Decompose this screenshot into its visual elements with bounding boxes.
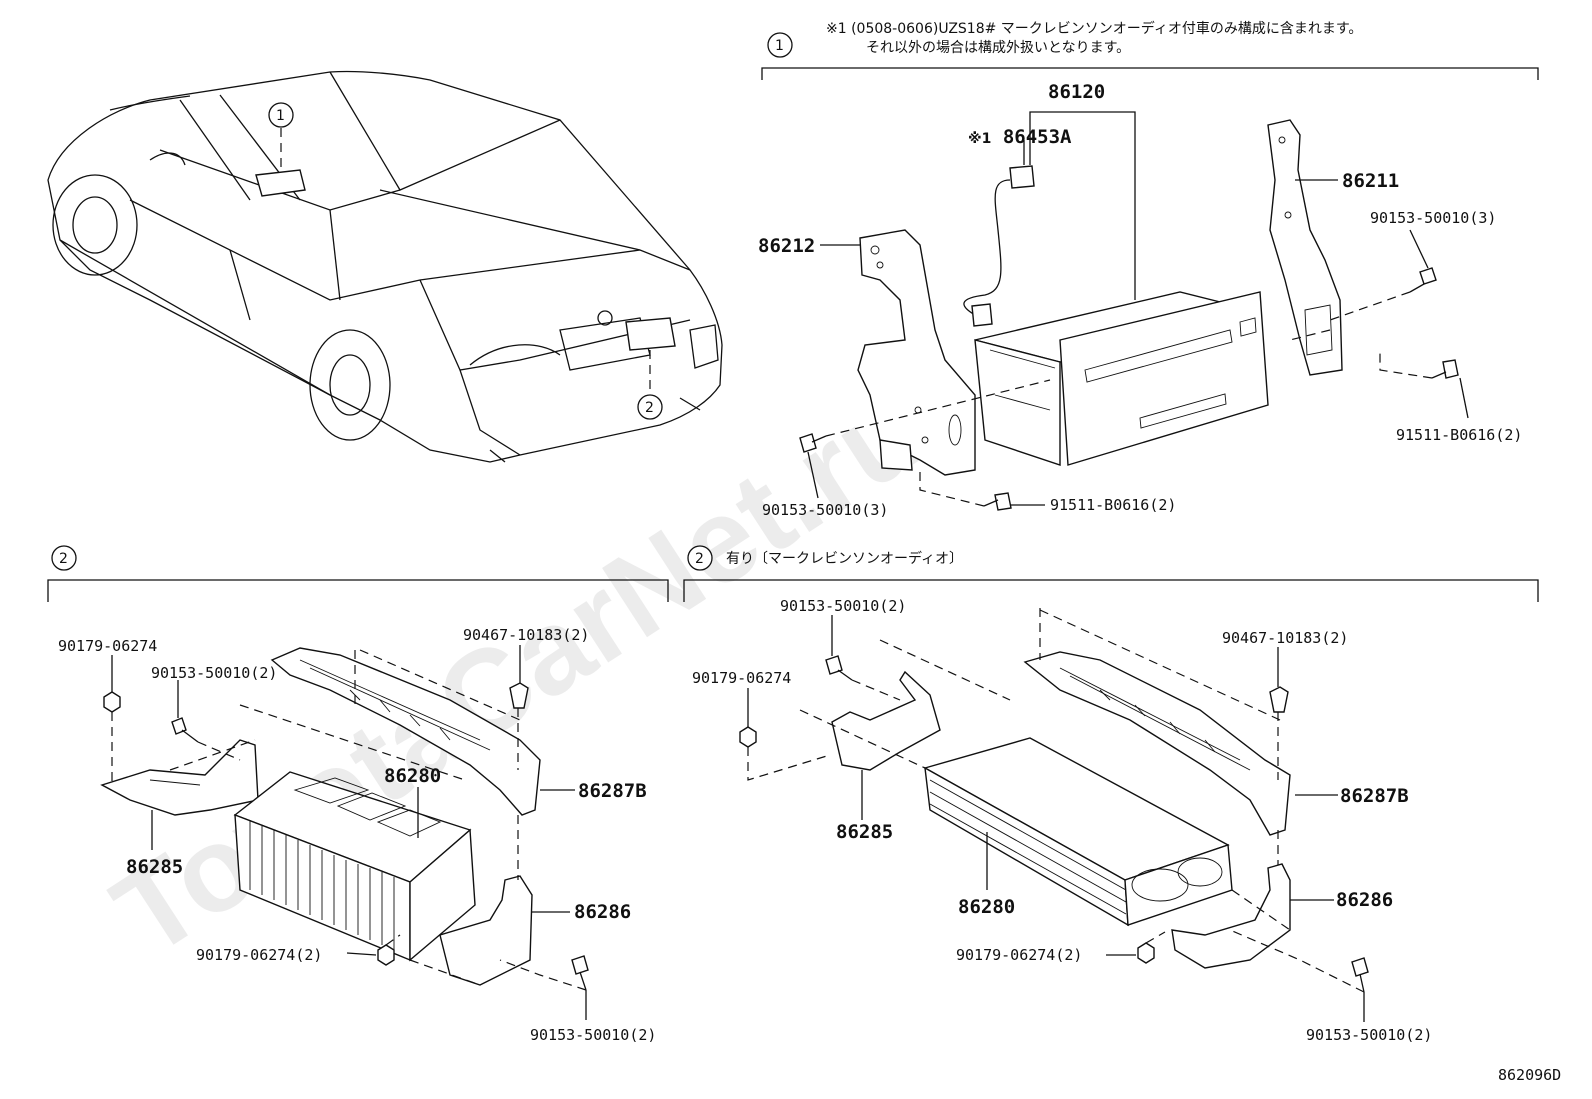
diagram-code: 862096D [1498, 1066, 1561, 1084]
label-86285-left: 86285 [126, 856, 183, 878]
label-86453A: ※1 86453A [968, 126, 1072, 148]
section-2-left-callout: 2 [51, 545, 77, 571]
section-2-right-header: 有り〔マークレビンソンオーディオ〕 [726, 550, 963, 567]
label-86286-left: 86286 [574, 901, 631, 923]
bolt-bottom-91511 [994, 492, 1012, 511]
label-90153-right: 90153-50010(3) [1370, 209, 1496, 227]
screw-left-90153 [799, 433, 817, 453]
label-90467-left: 90467-10183(2) [463, 626, 589, 644]
screw-90153-right-bottom [1351, 957, 1369, 977]
bolt-right-91511 [1442, 359, 1459, 379]
label-86211: 86211 [1342, 170, 1399, 192]
label-86280-right: 86280 [958, 896, 1015, 918]
label-86120: 86120 [1048, 81, 1105, 103]
label-86212: 86212 [758, 235, 815, 257]
note-block: ※1 (0508-0606)UZS18# マークレビンソンオーディオ付車のみ構成… [826, 20, 1362, 56]
bracket-86286-right [1171, 863, 1291, 969]
screw-90153-right-top [825, 655, 843, 675]
cover-86287B-left [270, 647, 541, 816]
clip-90467-right [1269, 686, 1289, 713]
label-90179-right-top: 90179-06274 [692, 669, 791, 687]
section-2-right-callout: 2 [687, 545, 713, 571]
bracket-86285-right [831, 670, 941, 771]
label-86280-left: 86280 [384, 765, 441, 787]
label-90153-left: 90153-50010(3) [762, 501, 888, 519]
label-90179-right-bottom: 90179-06274(2) [956, 946, 1082, 964]
screw-90153-left-bottom [571, 955, 589, 975]
svg-text:※1 (0508-0606)UZS18# マークレビンソンオ: ※1 (0508-0606)UZS18# マークレビンソンオーディオ付車のみ構成… [826, 20, 1362, 37]
screw-right-90153 [1419, 267, 1437, 285]
section-2-left-bracket-line [47, 579, 669, 602]
section-1-callout: 1 [767, 32, 793, 58]
bracket-86285-left [100, 739, 259, 816]
svg-text:それ以外の場合は構成外扱いとなります。: それ以外の場合は構成外扱いとなります。 [866, 40, 1130, 56]
callout-1-car: 1 [268, 102, 294, 128]
section-1-bracket-line [761, 67, 1539, 80]
label-90179-left-top: 90179-06274 [58, 637, 157, 655]
nut-90179-left-bottom [377, 944, 395, 966]
label-90467-right: 90467-10183(2) [1222, 629, 1348, 647]
callout-2-car: 2 [637, 394, 663, 420]
label-90153-right-top: 90153-50010(2) [780, 597, 906, 615]
label-91511-right: 91511-B0616(2) [1396, 426, 1522, 444]
nut-90179-left-top [103, 691, 121, 713]
amplifier-86280-right [923, 737, 1233, 927]
svg-text:2: 2 [59, 551, 68, 567]
label-90179-left-bottom: 90179-06274(2) [196, 946, 322, 964]
section-2-right-bracket-line [683, 579, 1539, 602]
nut-90179-right-top [739, 726, 757, 748]
antenna-cord-86453A [963, 179, 1011, 319]
svg-text:2: 2 [695, 551, 704, 567]
svg-text:1: 1 [276, 108, 285, 124]
label-86285-right: 86285 [836, 821, 893, 843]
label-90153-right-bottom: 90153-50010(2) [1306, 1026, 1432, 1044]
label-90153-left-bottom: 90153-50010(2) [530, 1026, 656, 1044]
label-91511-bottom: 91511-B0616(2) [1050, 496, 1176, 514]
label-86286-right: 86286 [1336, 889, 1393, 911]
bracket-86286-left [439, 875, 533, 986]
label-86287B-left: 86287B [578, 780, 647, 802]
amplifier-86280-left [233, 771, 476, 962]
clip-90467-left [509, 682, 529, 709]
nut-90179-right-bottom [1137, 942, 1155, 964]
vehicle-illustration [47, 70, 723, 463]
svg-text:2: 2 [645, 400, 654, 416]
radio-assembly-86120 [974, 291, 1269, 466]
label-90153-left-top: 90153-50010(2) [151, 664, 277, 682]
label-86287B-right: 86287B [1340, 785, 1409, 807]
cover-86287B-right [1023, 651, 1291, 836]
right-bracket-86211 [1267, 119, 1343, 376]
svg-text:1: 1 [775, 38, 784, 54]
